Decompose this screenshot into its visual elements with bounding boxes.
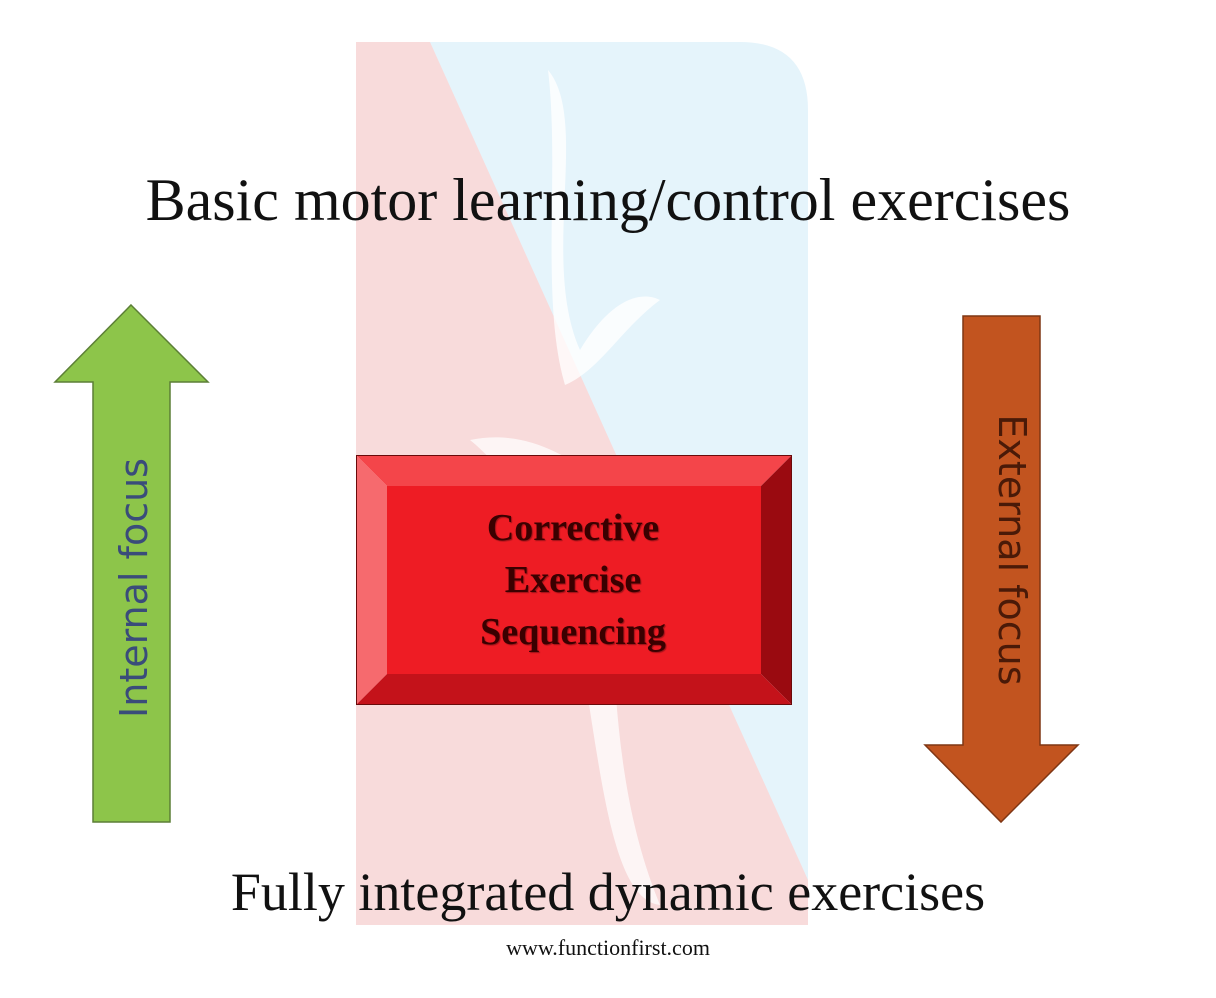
corrective-exercise-box bbox=[356, 455, 792, 705]
box-line-exercise: Exercise bbox=[504, 559, 642, 601]
external-focus-label: External focus bbox=[990, 414, 1034, 686]
bottom-heading: Fully integrated dynamic exercises bbox=[230, 862, 986, 922]
website-url: www.functionfirst.com bbox=[506, 935, 710, 960]
top-heading: Basic motor learning/control exercises bbox=[145, 167, 1071, 233]
box-line-sequencing: Sequencing bbox=[480, 611, 666, 653]
box-text: Corrective Exercise Sequencing bbox=[388, 502, 758, 658]
box-line-corrective: Corrective bbox=[486, 507, 660, 549]
